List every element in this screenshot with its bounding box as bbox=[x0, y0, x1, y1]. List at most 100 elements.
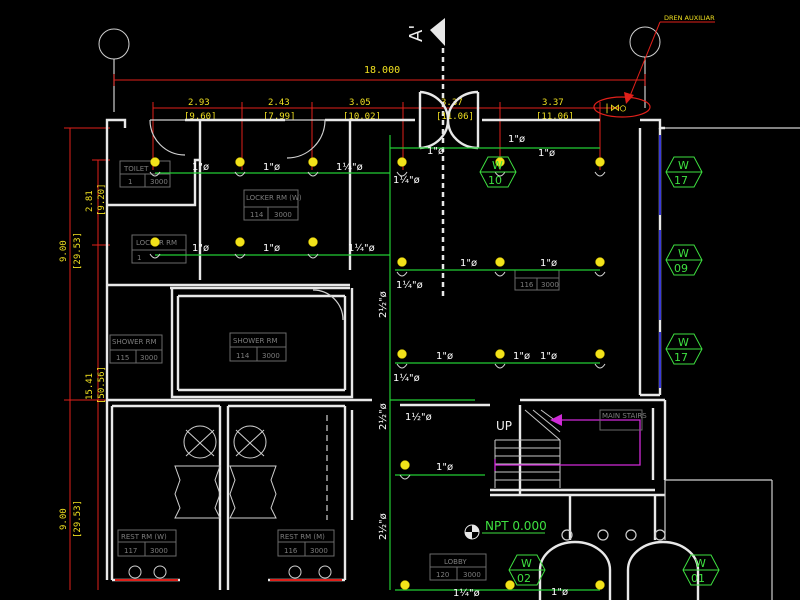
section-mark-arrow bbox=[430, 18, 445, 46]
svg-text:2½"ø: 2½"ø bbox=[377, 513, 389, 540]
svg-text:W: W bbox=[695, 557, 706, 570]
svg-text:LOCKER RM (W): LOCKER RM (W) bbox=[246, 194, 302, 202]
grid-bubble-left bbox=[98, 28, 130, 60]
svg-text:1"ø: 1"ø bbox=[540, 351, 557, 362]
room-tag-main-stairs: MAIN STAIRS bbox=[599, 409, 647, 431]
svg-text:1¼"ø: 1¼"ø bbox=[396, 279, 423, 291]
dim-top-5-alt: [11.06] bbox=[536, 112, 574, 122]
dim-top-5-value: 3.37 bbox=[542, 98, 564, 108]
svg-text:114: 114 bbox=[236, 352, 250, 360]
dim-top-2-alt: [7.99] bbox=[263, 112, 296, 122]
room-tag-toilet: TOILET 1 3000 bbox=[119, 160, 171, 188]
level-label: NPT 0.000 bbox=[485, 519, 547, 533]
svg-text:W: W bbox=[678, 336, 689, 349]
wall-tag-w10: W 10 bbox=[479, 156, 517, 188]
svg-text:MAIN STAIRS: MAIN STAIRS bbox=[602, 412, 647, 420]
svg-text:3000: 3000 bbox=[541, 281, 559, 289]
svg-text:LOBBY: LOBBY bbox=[444, 558, 467, 566]
callout-circle bbox=[593, 96, 651, 118]
svg-text:02: 02 bbox=[517, 572, 531, 585]
svg-text:1"ø: 1"ø bbox=[436, 351, 453, 362]
dim-left-2-value: 2.81 bbox=[85, 190, 95, 212]
svg-text:116: 116 bbox=[520, 281, 534, 289]
svg-text:1¼"ø: 1¼"ø bbox=[453, 587, 480, 599]
dim-top-3-alt: [10.02] bbox=[343, 112, 381, 122]
dim-top-4-alt: [11.06] bbox=[436, 112, 474, 122]
dim-top-2-value: 2.43 bbox=[268, 98, 290, 108]
svg-text:2½"ø: 2½"ø bbox=[377, 403, 389, 430]
svg-text:115: 115 bbox=[116, 354, 129, 362]
interior-wall bbox=[107, 158, 200, 207]
svg-text:1: 1 bbox=[128, 178, 132, 186]
svg-text:10: 10 bbox=[488, 174, 502, 187]
svg-text:REST RM (M): REST RM (M) bbox=[280, 533, 325, 541]
stair-direction-arrow bbox=[495, 419, 641, 466]
level-marker bbox=[464, 524, 545, 540]
svg-text:2½"ø: 2½"ø bbox=[377, 291, 389, 318]
wall-tag-w17-top: W 17 bbox=[665, 156, 703, 188]
svg-text:1"ø: 1"ø bbox=[513, 351, 530, 362]
room-tag-locker-w: LOCKER RM (W) 114 3000 bbox=[243, 189, 302, 221]
svg-text:3000: 3000 bbox=[150, 178, 168, 186]
svg-text:1"ø: 1"ø bbox=[263, 243, 280, 254]
sprinkler-drops bbox=[149, 171, 606, 480]
svg-text:1"ø: 1"ø bbox=[263, 162, 280, 173]
dim-left-4-value: 9.00 bbox=[59, 508, 69, 530]
grid-bubble-right bbox=[629, 26, 661, 58]
stair-up-label: UP bbox=[496, 419, 512, 433]
dim-left-3-value: 15.41 bbox=[85, 373, 95, 400]
svg-text:1"ø: 1"ø bbox=[538, 148, 555, 159]
pipe-label: 1"ø bbox=[192, 162, 209, 173]
svg-text:1¼"ø: 1¼"ø bbox=[348, 242, 375, 254]
dim-left-3-alt: [50.56] bbox=[97, 366, 107, 404]
svg-text:3000: 3000 bbox=[274, 211, 292, 219]
dim-top-1-alt: [9.60] bbox=[184, 112, 217, 122]
svg-text:1¼"ø: 1¼"ø bbox=[393, 372, 420, 384]
svg-text:117: 117 bbox=[124, 547, 137, 555]
svg-text:W: W bbox=[678, 159, 689, 172]
svg-text:17: 17 bbox=[674, 351, 688, 364]
svg-text:1"ø: 1"ø bbox=[427, 146, 444, 157]
wall-tag-w02: W 02 bbox=[508, 554, 546, 586]
svg-text:REST RM (W): REST RM (W) bbox=[121, 533, 167, 541]
svg-text:1¼"ø: 1¼"ø bbox=[336, 161, 363, 173]
dim-left-1-value: 9.00 bbox=[59, 240, 69, 262]
room-tag-lobby: LOBBY 120 3000 bbox=[429, 553, 487, 581]
svg-text:W: W bbox=[521, 557, 532, 570]
svg-text:1"ø: 1"ø bbox=[540, 258, 557, 269]
room-tag-shower-2: SHOWER RM 114 3000 bbox=[229, 332, 287, 362]
svg-text:TOILET: TOILET bbox=[123, 165, 149, 173]
overall-dimension-text: 18.000 bbox=[364, 65, 400, 76]
svg-text:SHOWER RM: SHOWER RM bbox=[112, 338, 157, 346]
svg-text:SHOWER RM: SHOWER RM bbox=[233, 337, 278, 345]
svg-text:3000: 3000 bbox=[262, 352, 280, 360]
dim-left-1-alt: [29.53] bbox=[73, 232, 83, 270]
door-swing bbox=[149, 119, 186, 156]
svg-text:116: 116 bbox=[284, 547, 298, 555]
double-door bbox=[418, 90, 480, 150]
sprinkler-heads bbox=[150, 157, 605, 590]
svg-text:1"ø: 1"ø bbox=[436, 462, 453, 473]
sprinkler-piping bbox=[155, 135, 600, 591]
svg-text:1: 1 bbox=[137, 254, 141, 262]
svg-text:17: 17 bbox=[674, 174, 688, 187]
svg-text:114: 114 bbox=[250, 211, 264, 219]
room-tag-shower-1: SHOWER RM 115 3000 bbox=[109, 334, 163, 364]
wall-tag-w01: W 01 bbox=[682, 554, 720, 586]
svg-text:01: 01 bbox=[691, 572, 705, 585]
svg-text:3000: 3000 bbox=[150, 547, 168, 555]
svg-text:3000: 3000 bbox=[140, 354, 158, 362]
svg-text:09: 09 bbox=[674, 262, 688, 275]
svg-text:1½"ø: 1½"ø bbox=[405, 411, 432, 423]
callout-leader bbox=[629, 21, 661, 97]
drain-symbol: |⋈○ bbox=[604, 103, 626, 114]
exterior-wall-north bbox=[105, 118, 127, 580]
svg-text:1"ø: 1"ø bbox=[192, 243, 209, 254]
dim-top-3-value: 3.05 bbox=[349, 98, 371, 108]
svg-text:3000: 3000 bbox=[310, 547, 328, 555]
dim-top-1-value: 2.93 bbox=[188, 98, 210, 108]
room-tag-rest-w: REST RM (W) 117 3000 bbox=[117, 529, 177, 557]
callout-text: DREN AUXILIAR bbox=[664, 14, 715, 22]
svg-text:1"ø: 1"ø bbox=[508, 134, 525, 145]
